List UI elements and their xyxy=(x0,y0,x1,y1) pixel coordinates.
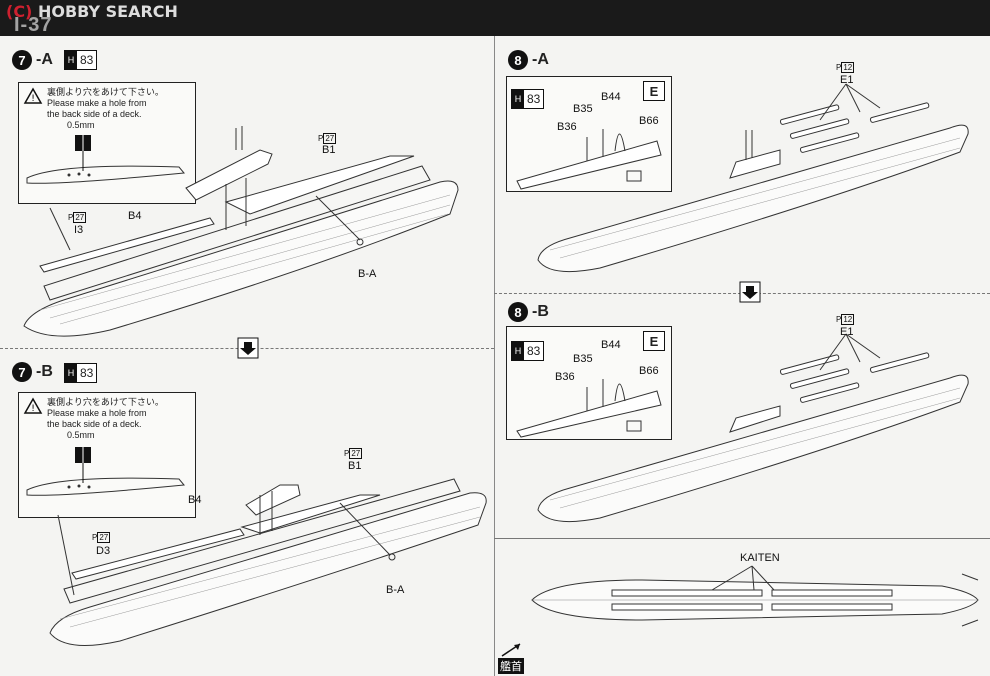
paint-icon: H xyxy=(65,51,77,69)
deck-part-diagram xyxy=(26,135,185,184)
paint-badge-7b: H 83 xyxy=(64,363,98,383)
deck-part-diagram xyxy=(26,447,185,496)
paint-number: 83 xyxy=(527,92,541,106)
label-b4-7b: B4 xyxy=(188,494,202,506)
arrow-down-icon xyxy=(237,337,259,359)
paint-number: 83 xyxy=(527,344,541,358)
paint-icon: H xyxy=(512,90,524,108)
label-e1-8b: E1 xyxy=(840,326,854,338)
paint-badge-8a: H 83 xyxy=(511,89,545,109)
label-b44-8a: B44 xyxy=(601,91,621,103)
paint-number: 12 xyxy=(841,62,855,73)
bow-arrow-icon xyxy=(501,643,521,657)
bow-label: 艦首 xyxy=(498,658,524,674)
label-b1-7a: B1 xyxy=(322,144,336,156)
label-b35-8a: B35 xyxy=(573,103,593,115)
paint-number: 27 xyxy=(349,448,363,459)
label-ba-7b: B-A xyxy=(386,584,405,596)
step-suffix: -A xyxy=(532,51,549,68)
step-7a-heading: 7 -A xyxy=(12,50,53,70)
label-d3-7b: D3 xyxy=(96,545,111,557)
hole-size: 0.5mm xyxy=(67,120,95,130)
svg-text:!: ! xyxy=(31,404,35,414)
label-b66-8a: B66 xyxy=(639,115,659,127)
paint-number: 12 xyxy=(841,314,855,325)
paint-number: 83 xyxy=(80,53,94,67)
label-b36-8b: B36 xyxy=(555,371,575,383)
note-en-2: the back side of a deck. xyxy=(47,109,142,119)
label-kaiten: KAITEN xyxy=(740,552,780,564)
step-number: 7 xyxy=(12,362,32,382)
step-8b-heading: 8 -B xyxy=(508,302,549,322)
solid-divider-right xyxy=(494,538,990,539)
label-b36-8a: B36 xyxy=(557,121,577,133)
submarine-7a-diagram xyxy=(23,126,459,337)
paint-badge-7a: H 83 xyxy=(64,50,98,70)
submarine-8b-diagram xyxy=(537,333,969,523)
paint-icon: H xyxy=(512,342,524,360)
step-suffix: -A xyxy=(36,51,53,68)
note-jp: 裏側より穴をあけて下さい。 xyxy=(47,87,164,97)
deck-hole-note: 裏側より穴をあけて下さい。 Please make a hole from th… xyxy=(47,87,164,131)
submarine-8a-diagram xyxy=(537,83,969,273)
note-en-1: Please make a hole from xyxy=(47,98,147,108)
watermark-text: HOBBY SEARCH xyxy=(37,2,178,21)
paint-number: 27 xyxy=(73,212,87,223)
step-suffix: -B xyxy=(532,303,549,320)
label-i3-7a: I3 xyxy=(74,224,84,236)
paint-badge-8b: H 83 xyxy=(511,341,545,361)
warning-icon: ! xyxy=(23,87,43,104)
warning-icon: ! xyxy=(23,397,43,414)
step-number: 7 xyxy=(12,50,32,70)
conning-tower-detail xyxy=(516,129,662,190)
e-badge-8a: E xyxy=(643,81,665,101)
submarine-top-view xyxy=(531,565,979,627)
label-ba-7a: B-A xyxy=(358,268,377,280)
detail-box-7a: ! 裏側より穴をあけて下さい。 Please make a hole from … xyxy=(18,82,196,204)
step-number: 8 xyxy=(508,302,528,322)
label-b66-8b: B66 xyxy=(639,365,659,377)
label-b4-7a: B4 xyxy=(128,210,142,222)
page-header: (C) HOBBY SEARCH I-37 xyxy=(0,0,990,36)
label-e1-8a: E1 xyxy=(840,74,854,86)
label-b35-8b: B35 xyxy=(573,353,593,365)
note-en-2: the back side of a deck. xyxy=(47,419,142,429)
watermark: (C) HOBBY SEARCH xyxy=(6,2,178,21)
label-b44-8b: B44 xyxy=(601,339,621,351)
e-badge-8b: E xyxy=(643,331,665,351)
hole-size: 0.5mm xyxy=(67,430,95,440)
arrow-down-icon xyxy=(739,281,761,303)
detail-box-8b: H 83 E B44 B35 B36 B66 xyxy=(506,326,672,440)
step-7b-heading: 7 -B xyxy=(12,362,53,382)
conning-tower-detail xyxy=(516,379,662,438)
paint-number: 27 xyxy=(323,133,337,144)
svg-text:!: ! xyxy=(31,94,35,104)
step-number: 8 xyxy=(508,50,528,70)
label-b1-7b: B1 xyxy=(348,460,362,472)
watermark-logo: (C) xyxy=(6,2,33,21)
detail-box-8a: H 83 E B44 B35 B36 B66 xyxy=(506,76,672,192)
page-title: I-37 xyxy=(14,14,53,36)
step-suffix: -B xyxy=(36,363,53,380)
submarine-7b-diagram xyxy=(49,478,487,646)
detail-box-7b: ! 裏側より穴をあけて下さい。 Please make a hole from … xyxy=(18,392,196,518)
paint-number: 83 xyxy=(80,366,94,380)
paint-number: 27 xyxy=(97,532,111,543)
note-en-1: Please make a hole from xyxy=(47,408,147,418)
paint-icon: H xyxy=(65,364,77,382)
deck-hole-note: 裏側より穴をあけて下さい。 Please make a hole from th… xyxy=(47,397,164,441)
note-jp: 裏側より穴をあけて下さい。 xyxy=(47,397,164,407)
vertical-divider xyxy=(494,36,495,676)
step-8a-heading: 8 -A xyxy=(508,50,549,70)
